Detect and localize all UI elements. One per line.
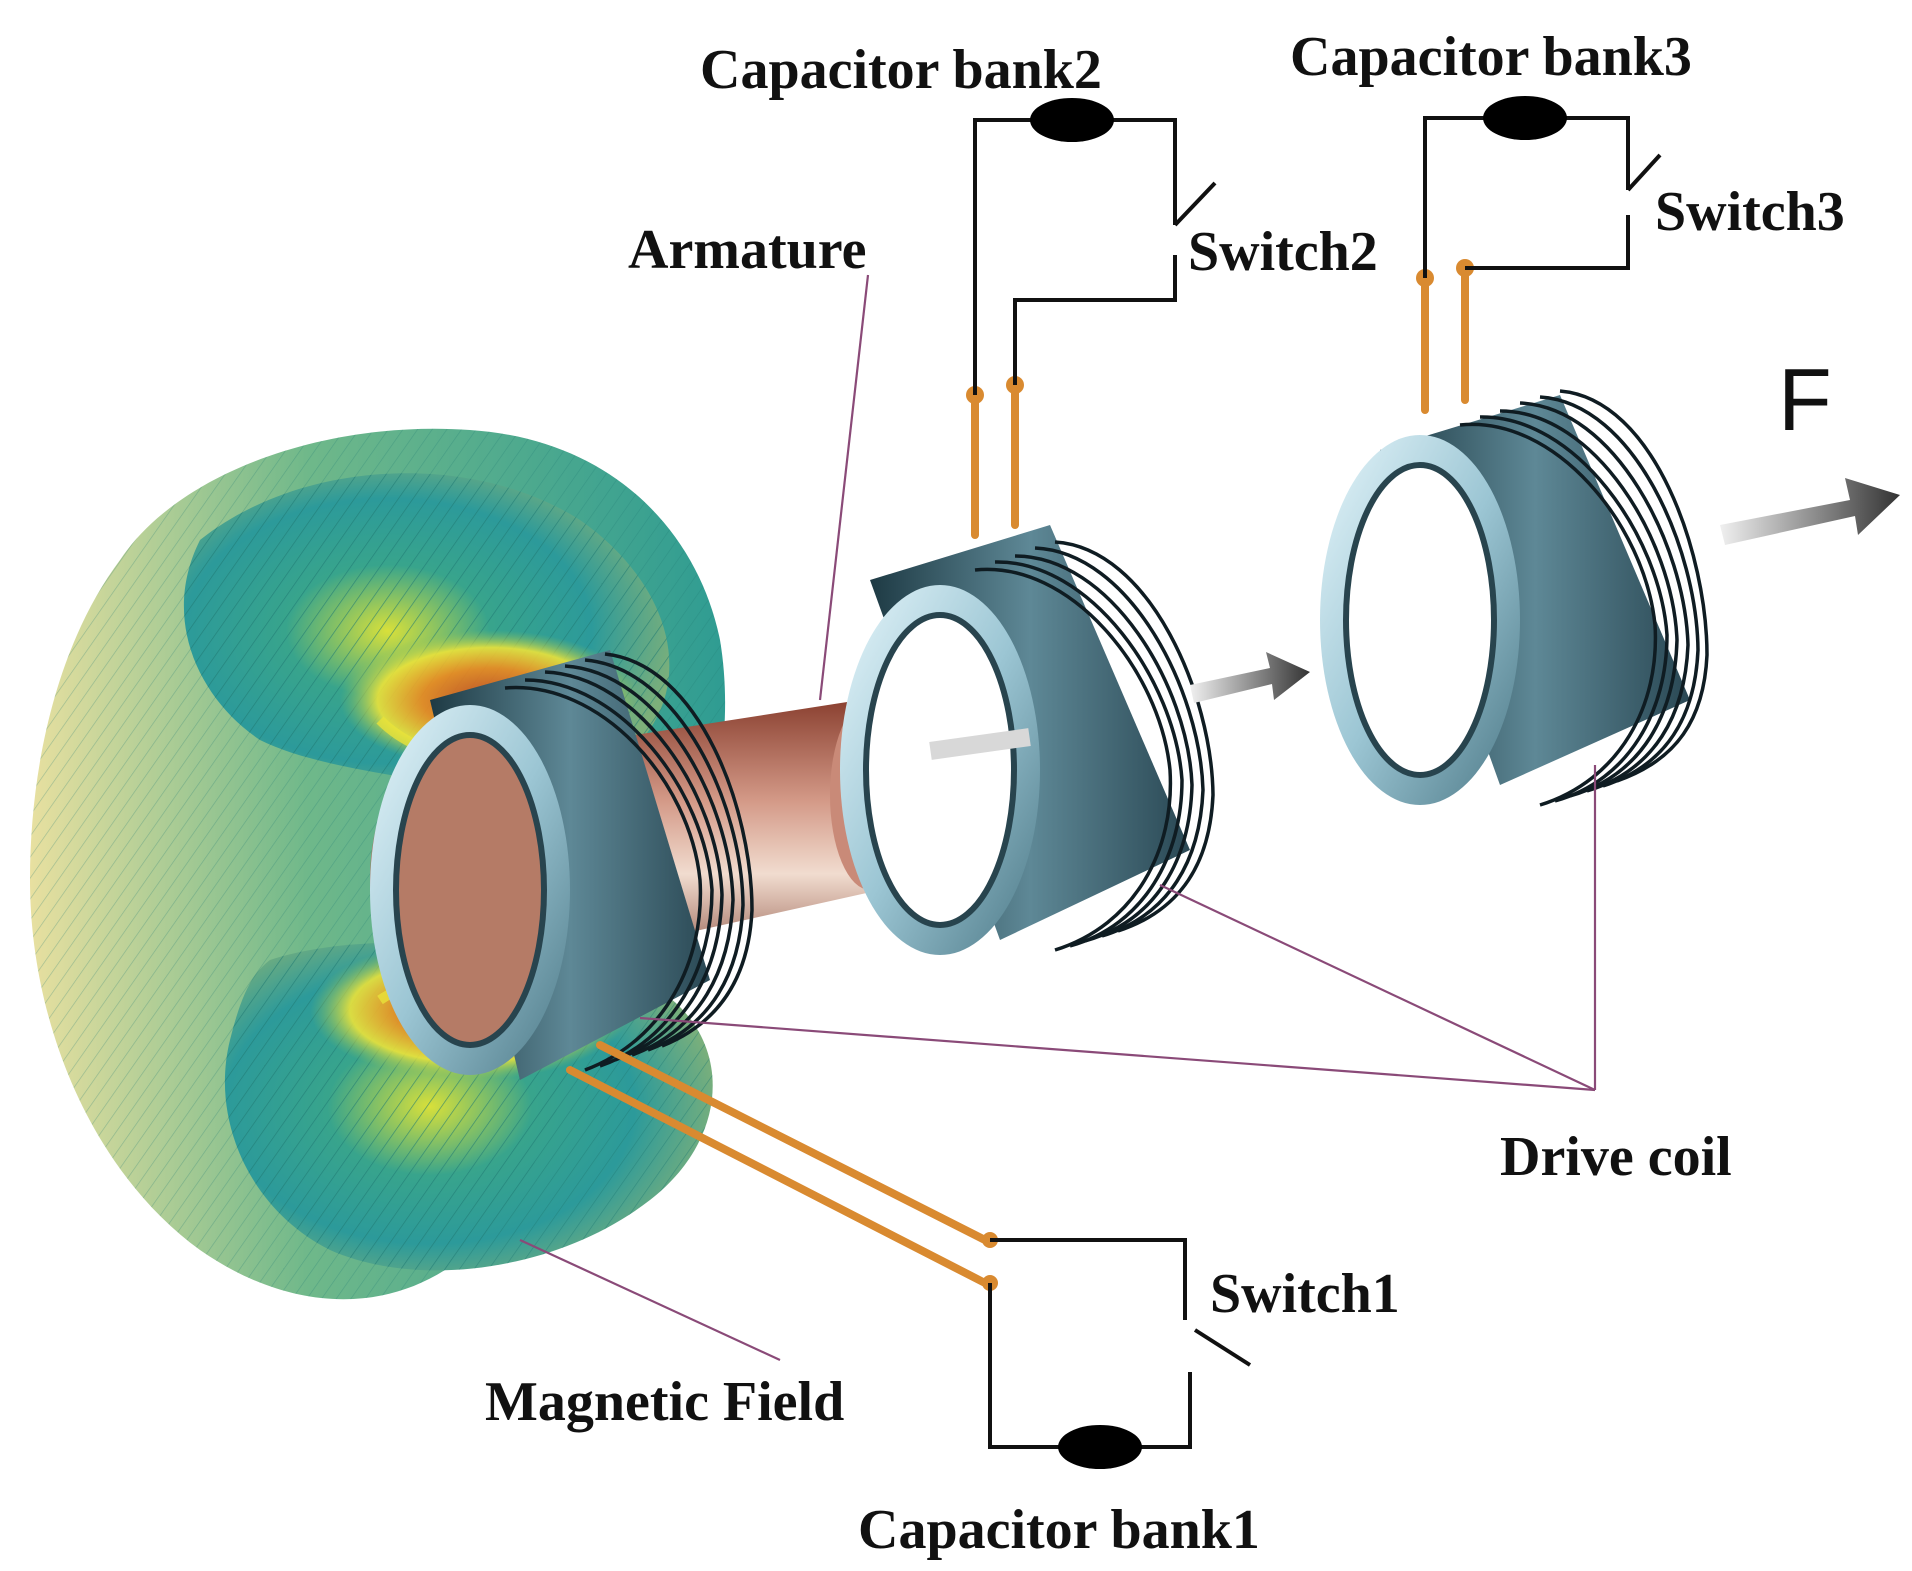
capacitor-bank2-label: Capacitor bank2 xyxy=(700,39,1102,101)
circuit-2 xyxy=(973,98,1217,395)
capacitor-bank3-symbol xyxy=(1483,96,1567,140)
switch1-label: Switch1 xyxy=(1210,1263,1400,1325)
circuit-3 xyxy=(1423,96,1662,278)
drive-coil-2 xyxy=(840,525,1215,955)
drive-coil-1 xyxy=(370,650,754,1080)
leader-lines xyxy=(519,274,1597,1361)
force-label: F xyxy=(1778,350,1832,449)
armature-label: Armature xyxy=(628,219,866,281)
force-arrow xyxy=(1720,478,1900,545)
coil-2-leads xyxy=(966,376,1024,539)
capacitor-bank1-symbol xyxy=(1058,1425,1142,1469)
switch1-contact xyxy=(1193,1328,1252,1367)
motion-arrow xyxy=(1190,652,1310,703)
magnetic-field-label: Magnetic Field xyxy=(485,1371,844,1433)
capacitor-bank2-symbol xyxy=(1030,98,1114,142)
switch2-label: Switch2 xyxy=(1188,221,1378,283)
drive-coil-3 xyxy=(1320,389,1709,807)
capacitor-bank1-label: Capacitor bank1 xyxy=(858,1499,1260,1561)
drive-coil-label: Drive coil xyxy=(1500,1126,1732,1188)
capacitor-bank3-label: Capacitor bank3 xyxy=(1290,26,1692,88)
switch3-contact xyxy=(1626,153,1662,192)
switch3-label: Switch3 xyxy=(1655,181,1845,243)
switch2-contact xyxy=(1173,181,1217,227)
coil-3-leads xyxy=(1416,259,1474,414)
circuit-1 xyxy=(988,1238,1252,1469)
